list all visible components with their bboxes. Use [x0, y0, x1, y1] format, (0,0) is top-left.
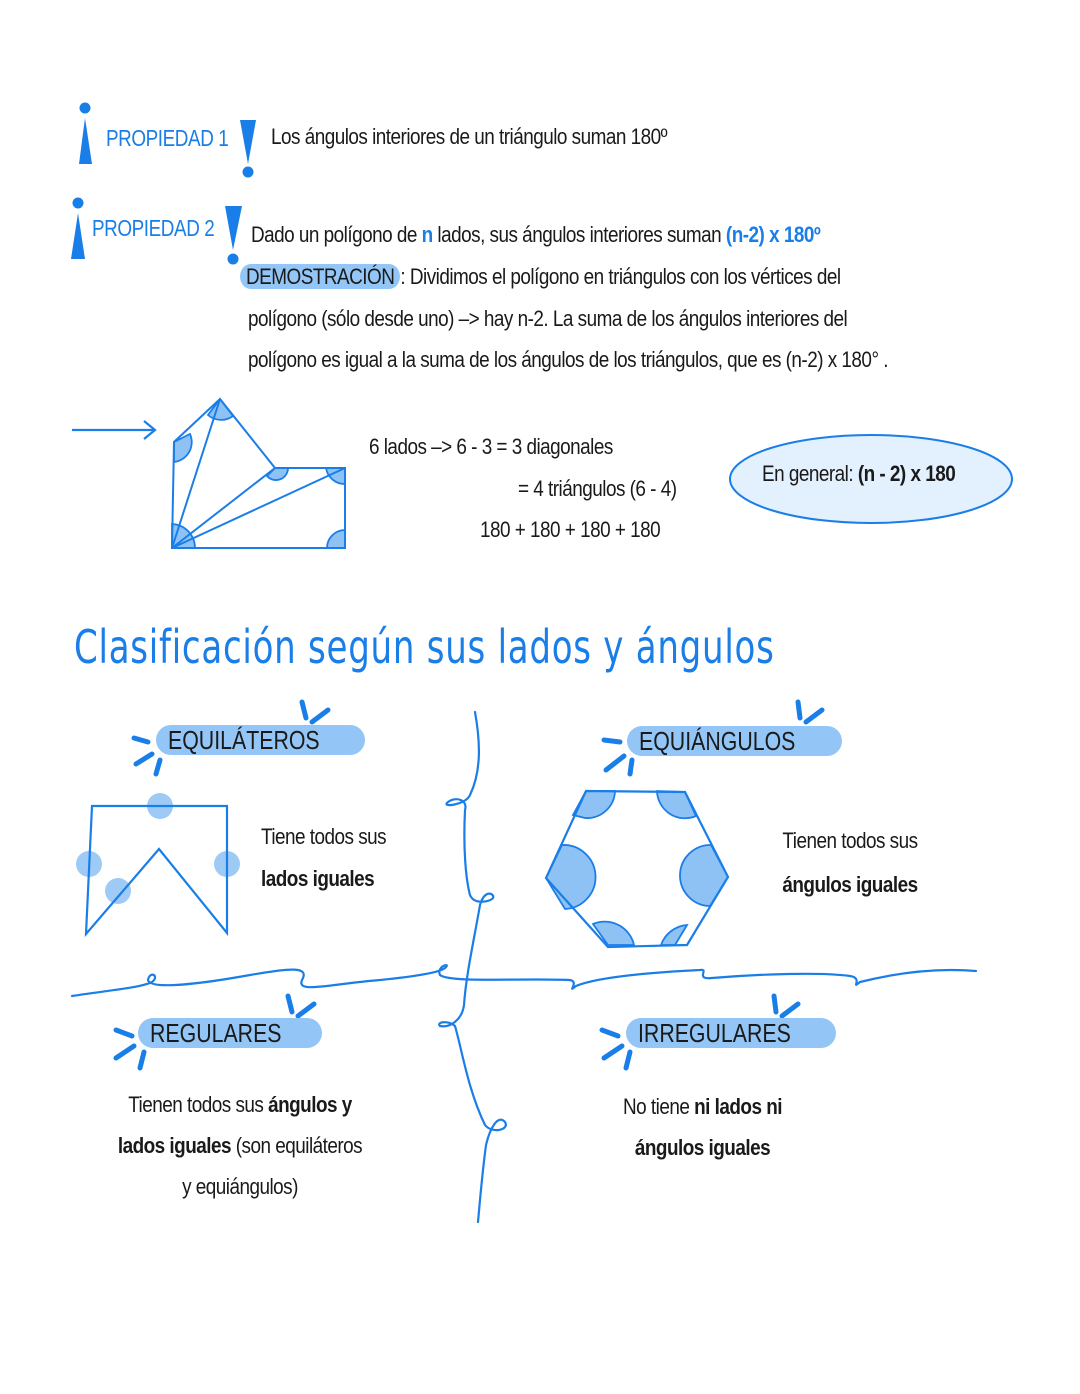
- equilateros-desc-bold: lados iguales: [261, 866, 375, 891]
- inverted-exclamation-icon: [79, 102, 92, 164]
- demonstration-line-3: polígono es igual a la suma de los ángul…: [248, 347, 888, 372]
- property-2-label: PROPIEDAD 2: [92, 215, 215, 241]
- demonstration-line-1: DEMOSTRACIÓN: Dividimos el polígono en t…: [240, 264, 841, 290]
- equiangulos-desc: Tienen todos sus ángulos iguales: [740, 828, 960, 898]
- equiangular-hexagon: [544, 789, 730, 949]
- exclamation-icon: [225, 206, 242, 265]
- property-1-text: Los ángulos interiores de un triángulo s…: [271, 124, 668, 149]
- property-2-statement: Dado un polígono de n lados, sus ángulos…: [251, 222, 821, 247]
- demonstration-line-2: polígono (sólo desde uno) –> hay n-2. La…: [248, 306, 848, 331]
- example-line-1: 6 lados –> 6 - 3 = 3 diagonales: [369, 434, 613, 459]
- example-line-2: = 4 triángulos (6 - 4): [518, 476, 677, 501]
- hexagon-triangulation-diagram: [170, 397, 346, 549]
- variable-n: n: [421, 222, 434, 247]
- classification-title: Clasificación según sus lados y ángulos: [74, 620, 775, 674]
- vertical-divider: [438, 710, 507, 1224]
- equilateral-concave-polygon: [76, 793, 240, 938]
- property-2-formula: (n-2) x 180º: [725, 222, 821, 247]
- tag-equilateros: EQUILÁTEROS: [156, 725, 365, 755]
- irregulares-desc: No tiene ni lados ni ángulos iguales: [623, 1094, 782, 1160]
- demonstration-label: DEMOSTRACIÓN: [240, 264, 401, 289]
- equiangulos-desc-normal: Tienen todos sus: [782, 828, 918, 853]
- right-arrow-icon: [72, 420, 157, 440]
- tag-irregulares: IRREGULARES: [626, 1018, 837, 1048]
- tag-regulares: REGULARES: [138, 1018, 323, 1048]
- inverted-exclamation-icon: [71, 197, 85, 259]
- property-1-label: PROPIEDAD 1: [106, 125, 229, 151]
- regulares-desc: Tienen todos sus ángulos y lados iguales…: [117, 1092, 363, 1199]
- example-line-3: 180 + 180 + 180 + 180: [480, 517, 661, 542]
- general-formula: En general: (n - 2) x 180: [762, 461, 956, 486]
- general-formula-ellipse: [729, 434, 1013, 524]
- exclamation-icon: [240, 120, 256, 178]
- equilateros-desc-normal: Tiene todos sus: [261, 824, 387, 849]
- tag-equiangulos: EQUIÁNGULOS: [627, 726, 842, 756]
- equiangulos-desc-bold: ángulos iguales: [782, 872, 918, 897]
